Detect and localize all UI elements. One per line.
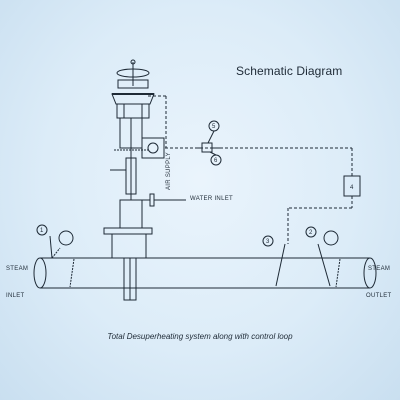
controller-box <box>343 175 361 197</box>
water-inlet-line <box>136 193 186 207</box>
callout-circle-1 <box>36 224 48 236</box>
temperature-sensor-3 <box>275 243 286 287</box>
injector-assembly <box>103 199 153 301</box>
water-inlet-label: WATER INLET <box>190 196 233 202</box>
steam-right-label: STEAM <box>368 266 391 272</box>
callout-5: 5 <box>212 124 216 130</box>
callout-circle-2 <box>305 226 317 238</box>
outlet-label: OUTLET <box>366 293 392 299</box>
handwheel-icon <box>116 59 150 86</box>
callout-6: 6 <box>214 158 218 164</box>
callout-2: 2 <box>309 230 313 236</box>
temperature-sensor-2 <box>317 230 339 287</box>
callout-1: 1 <box>40 228 44 234</box>
diagram-title: Schematic Diagram <box>236 64 343 78</box>
callout-4: 4 <box>350 185 354 191</box>
control-loop-lines <box>148 95 353 244</box>
temperature-sensor-1 <box>49 230 74 259</box>
callout-3: 3 <box>266 239 270 245</box>
diagram-caption: Total Desuperheating system along with c… <box>107 332 293 341</box>
valve-body <box>110 117 165 200</box>
inlet-label: INLET <box>6 293 25 299</box>
air-regulator <box>196 142 222 153</box>
air-supply-label: AIR SUPPLY <box>166 152 172 190</box>
steam-left-label: STEAM <box>6 266 29 272</box>
steam-pipe <box>33 257 377 289</box>
callout-circle-3 <box>262 235 274 247</box>
